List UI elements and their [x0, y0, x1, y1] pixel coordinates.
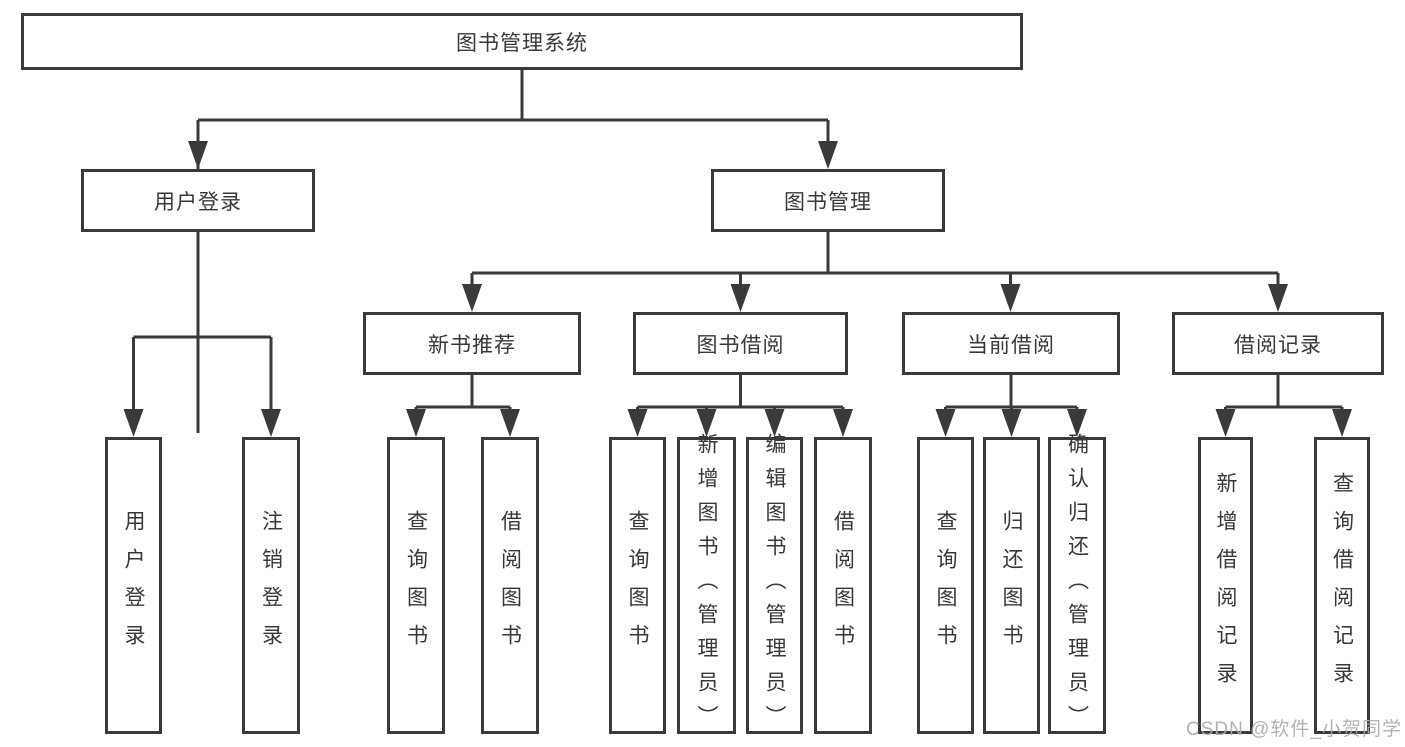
- arrowhead: [833, 409, 853, 437]
- node-label: 确认归还（管理员）: [1065, 432, 1089, 739]
- node-label: 借阅图书: [498, 509, 522, 662]
- arrowhead: [1268, 284, 1288, 312]
- node-user-login: 用户登录: [81, 169, 315, 232]
- leaf-rec-query-books: 查询图书: [387, 437, 445, 734]
- arrowhead: [764, 409, 785, 437]
- leaf-br-add-record: 新增借阅记录: [1198, 437, 1253, 734]
- node-current-borrowing: 当前借阅: [902, 312, 1120, 375]
- node-label: 借阅记录: [1234, 333, 1322, 357]
- node-new-book-recommend: 新书推荐: [363, 312, 581, 375]
- edge-borrow-records-to-leaves: [1215, 375, 1352, 437]
- arrowhead: [1332, 409, 1352, 437]
- edge-book-borrow-to-leaves: [627, 375, 853, 437]
- leaf-bb-edit-books-admin: 编辑图书（管理员）: [746, 433, 803, 739]
- node-label: 归还图书: [1000, 509, 1023, 662]
- arrowhead: [696, 409, 717, 437]
- node-library-management-system: 图书管理系统: [21, 13, 1023, 70]
- node-label: 新增借阅记录: [1214, 471, 1237, 700]
- arrowhead: [406, 409, 426, 437]
- edge-book-mgmt-to-level3: [462, 232, 1288, 312]
- node-label: 用户登录: [154, 190, 242, 214]
- node-borrowing-records: 借阅记录: [1172, 312, 1384, 375]
- leaf-cb-return-books: 归还图书: [983, 437, 1040, 734]
- edge-new-book-rec-to-leaves: [406, 375, 520, 437]
- arrowhead: [1000, 284, 1021, 312]
- leaf-bb-query-books: 查询图书: [609, 437, 666, 734]
- edge-current-borrow-to-leaves: [935, 375, 1087, 437]
- arrowhead: [123, 409, 144, 437]
- node-label: 新书推荐: [428, 333, 516, 357]
- arrowhead: [1067, 409, 1087, 437]
- leaf-rec-borrow-books: 借阅图书: [481, 437, 539, 734]
- arrowhead: [627, 409, 648, 437]
- node-label: 图书管理系统: [456, 31, 588, 55]
- arrowhead: [818, 141, 838, 169]
- arrowhead: [261, 409, 281, 437]
- edge-root-to-level2: [188, 70, 838, 433]
- node-label: 图书借阅: [696, 333, 785, 357]
- edge-user-login-to-leaves: [123, 232, 281, 437]
- leaf-br-query-record: 查询借阅记录: [1314, 437, 1370, 734]
- leaf-bb-add-books-admin: 新增图书（管理员）: [677, 433, 736, 739]
- arrowhead: [188, 141, 208, 169]
- node-label: 图书管理: [784, 190, 872, 214]
- node-book-borrowing: 图书借阅: [633, 312, 848, 375]
- leaf-cb-confirm-return-admin: 确认归还（管理员）: [1048, 433, 1106, 739]
- node-label: 注销登录: [259, 509, 283, 662]
- node-label: 查询图书: [404, 509, 428, 662]
- csdn-watermark: CSDN @软件_小贺同学: [1186, 719, 1402, 740]
- arrowhead: [1001, 409, 1022, 437]
- leaf-logout: 注销登录: [242, 437, 300, 734]
- node-label: 查询图书: [934, 509, 957, 662]
- arrowhead: [500, 409, 520, 437]
- node-label: 查询图书: [626, 509, 649, 662]
- node-label: 当前借阅: [967, 333, 1055, 357]
- arrowhead: [1215, 409, 1236, 437]
- leaf-user-login: 用户登录: [105, 437, 162, 734]
- node-label: 编辑图书（管理员）: [763, 432, 786, 739]
- arrowhead: [462, 284, 482, 312]
- leaf-cb-query-books: 查询图书: [917, 437, 974, 734]
- node-label: 借阅图书: [831, 509, 855, 662]
- arrowhead: [730, 284, 751, 312]
- leaf-bb-borrow-books: 借阅图书: [814, 437, 872, 734]
- node-label: 新增图书（管理员）: [695, 432, 718, 739]
- node-label: 查询借阅记录: [1330, 471, 1354, 700]
- arrowhead: [935, 409, 956, 437]
- node-label: 用户登录: [122, 509, 145, 662]
- node-book-management: 图书管理: [711, 169, 945, 232]
